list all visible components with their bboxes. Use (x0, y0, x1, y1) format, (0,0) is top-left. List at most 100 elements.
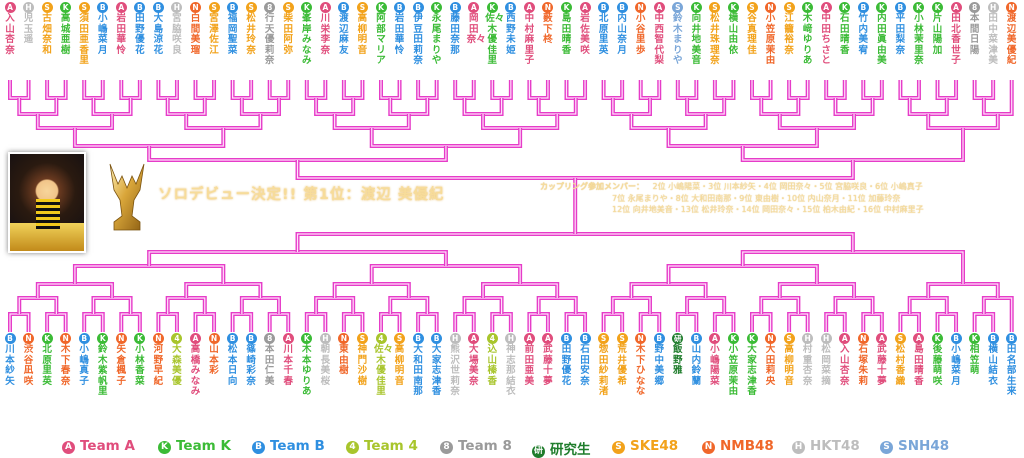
entrant-name: 川本紗矢 (5, 344, 15, 387)
bracket-match (481, 282, 560, 298)
entrant-name: 高柳明音 (357, 13, 368, 56)
entrant-name: 大家志津香 (431, 344, 442, 398)
bracket-match (926, 282, 1000, 298)
entrant-name: 田中菜津美 (988, 13, 998, 67)
entrant-name: 高橋みなみ (190, 344, 201, 398)
team-badge-icon: A (190, 333, 201, 344)
bracket-match (601, 312, 625, 332)
team-badge-icon: B (653, 333, 665, 344)
team-badge-icon: N (542, 2, 554, 13)
team-badge-icon: K (97, 333, 109, 344)
entrant-name: 鈴木まりや (673, 13, 683, 67)
entrant-name: 小林香菜 (135, 344, 145, 387)
bracket-match (490, 312, 513, 332)
bracket-match (777, 282, 857, 298)
entrant-name: 小嶋菜月 (97, 13, 108, 56)
team-badge-icon: K (932, 333, 943, 344)
entrant-name: 山内鈴蘭 (691, 344, 702, 387)
team-badge-icon: S (208, 2, 220, 13)
bracket-match (536, 98, 578, 116)
bracket-match (45, 80, 68, 100)
bracket-match (787, 312, 810, 332)
team-badge-icon: K (876, 2, 888, 13)
bracket-match (740, 146, 966, 162)
team-badge-icon: B (412, 333, 424, 344)
bracket-match (72, 128, 226, 148)
team-badge-icon: S (78, 2, 90, 13)
bracket-match (165, 98, 207, 116)
bracket-match (156, 80, 179, 100)
team-badge-icon: A (468, 2, 480, 13)
legend-label: 研究生 (550, 442, 591, 458)
bracket-match (935, 80, 959, 100)
entrant-name: 前田亜美 (524, 344, 535, 387)
team-badge-icon: N (23, 333, 35, 344)
bracket-match (193, 80, 217, 100)
team-badge-icon: H (802, 333, 814, 344)
team-badge-icon: S (282, 2, 294, 13)
team-badge-icon: A (523, 2, 535, 13)
bracket-match (17, 98, 59, 116)
team-badge-icon: S (356, 2, 368, 13)
team-badge-icon: N (635, 2, 647, 13)
team-badge-icon: S (746, 2, 758, 13)
bracket-match (527, 312, 550, 332)
entrant-name: 古畑奈和 (42, 13, 52, 56)
bracket-match (462, 98, 504, 116)
entrant-name: 飯野雅 (673, 344, 683, 377)
entrant-name: 本間日陽 (969, 13, 980, 56)
bracket-match (379, 312, 402, 332)
team-badge-icon: S (245, 2, 257, 13)
team-badge-icon: A (876, 333, 888, 344)
entrant-name: 江籠裕奈 (784, 13, 794, 56)
team-badge-icon: B (1006, 333, 1018, 344)
entrant-name: 矢倉楓子 (116, 344, 127, 387)
team-badge-icon: 8 (440, 441, 453, 454)
team-badge-icon: S (894, 333, 906, 344)
bracket-match (379, 80, 402, 100)
team-badge-icon: B (616, 2, 628, 13)
entrant-name: 東由樹 (339, 344, 349, 377)
team-badge-icon: A (4, 2, 16, 13)
winner-banner: ソロデビュー決定!! 第1位：渡辺 美優紀 (158, 187, 445, 203)
entrant-name: 石田晴香 (839, 13, 850, 56)
bracket-match (8, 80, 31, 100)
team-badge-icon: H (449, 333, 461, 344)
bracket-match (981, 98, 1014, 116)
bracket-match (267, 80, 291, 100)
team-badge-icon: B (227, 2, 239, 13)
bracket-match (638, 312, 662, 332)
entrant-name: 鈴木紫帆里 (97, 344, 108, 398)
bracket-match (907, 98, 949, 116)
entrant-name: 福岡聖菜 (227, 13, 238, 56)
team-badge-icon: K (802, 2, 814, 13)
team-badge-icon: 4 (375, 333, 387, 344)
bracket-match (156, 312, 179, 332)
